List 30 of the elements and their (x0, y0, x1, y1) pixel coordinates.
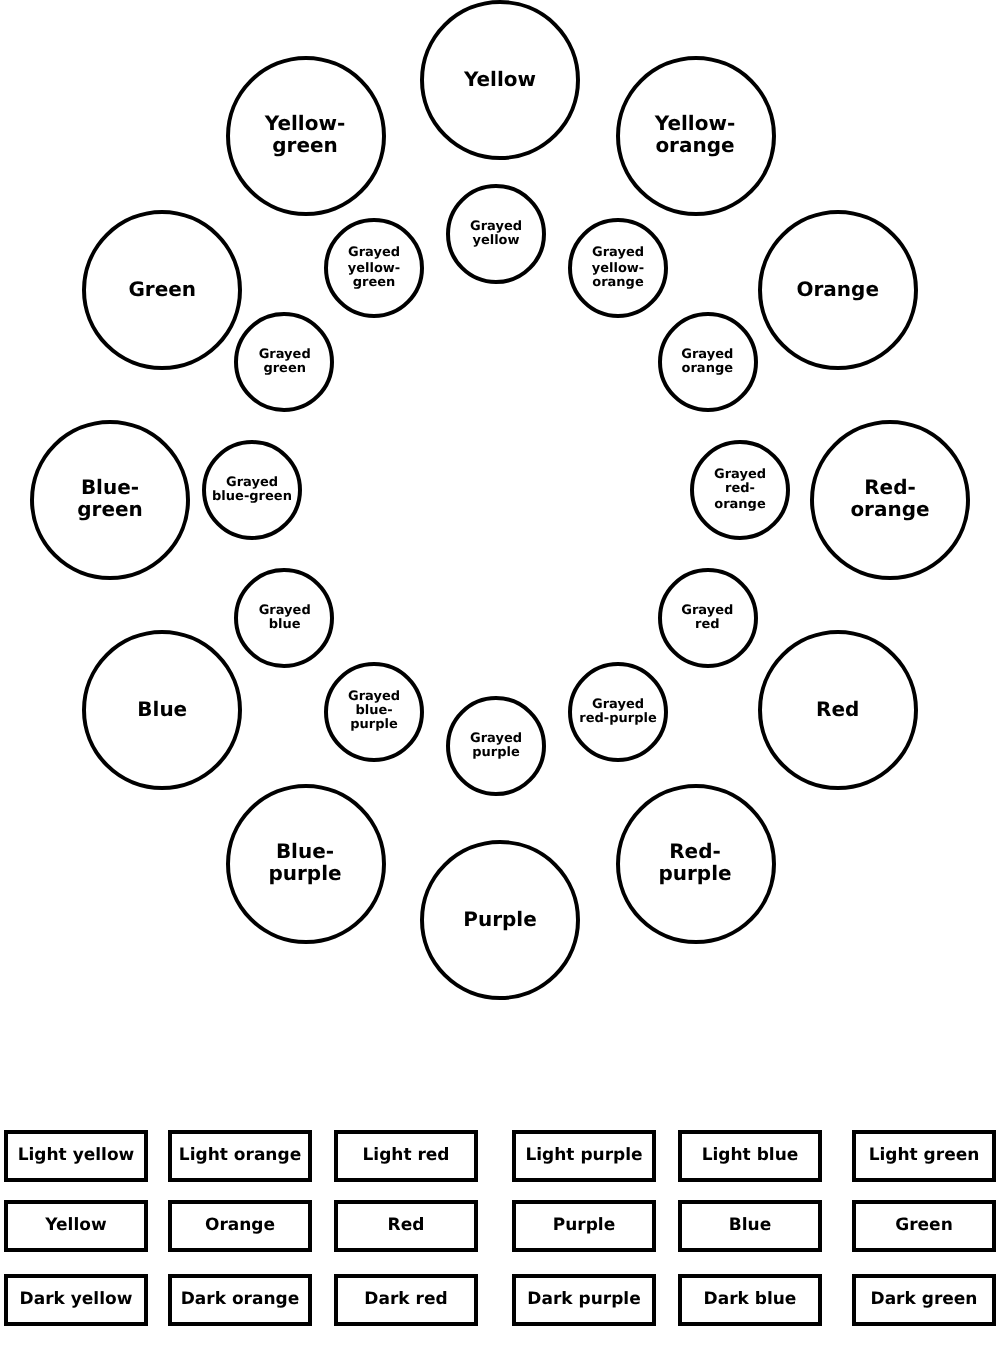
color-name-box: Green (852, 1200, 996, 1252)
color-name-box: Yellow (4, 1200, 148, 1252)
color-name-box: Dark blue (678, 1274, 822, 1326)
hue-circle: Purple (420, 840, 580, 1000)
hue-circle: Blue (82, 630, 243, 790)
color-name-box: Orange (168, 1200, 312, 1252)
hue-circle: Orange (757, 210, 918, 370)
hue-circle: Blue-green (30, 420, 190, 580)
color-name-box: Dark purple (512, 1274, 656, 1326)
color-name-box: Dark red (334, 1274, 478, 1326)
color-name-box: Purple (512, 1200, 656, 1252)
color-name-box: Light orange (168, 1130, 312, 1182)
color-name-box: Red (334, 1200, 478, 1252)
color-name-box: Light purple (512, 1130, 656, 1182)
color-name-box: Blue (678, 1200, 822, 1252)
hue-circle: Yellow-orange (615, 56, 775, 217)
color-name-box: Light blue (678, 1130, 822, 1182)
color-name-box: Light green (852, 1130, 996, 1182)
hue-circle: Red-purple (615, 783, 775, 944)
hue-circle: Green (82, 210, 243, 370)
hue-circle: Blue-purple (225, 783, 385, 944)
hue-circle: Yellow-green (225, 56, 385, 217)
color-name-box: Dark green (852, 1274, 996, 1326)
hue-circle: Yellow (420, 0, 580, 160)
color-name-box: Dark yellow (4, 1274, 148, 1326)
color-name-box: Light red (334, 1130, 478, 1182)
color-name-box: Light yellow (4, 1130, 148, 1182)
hue-circle: Red (757, 630, 918, 790)
color-name-box: Dark orange (168, 1274, 312, 1326)
hue-circle: Red-orange (810, 420, 970, 580)
